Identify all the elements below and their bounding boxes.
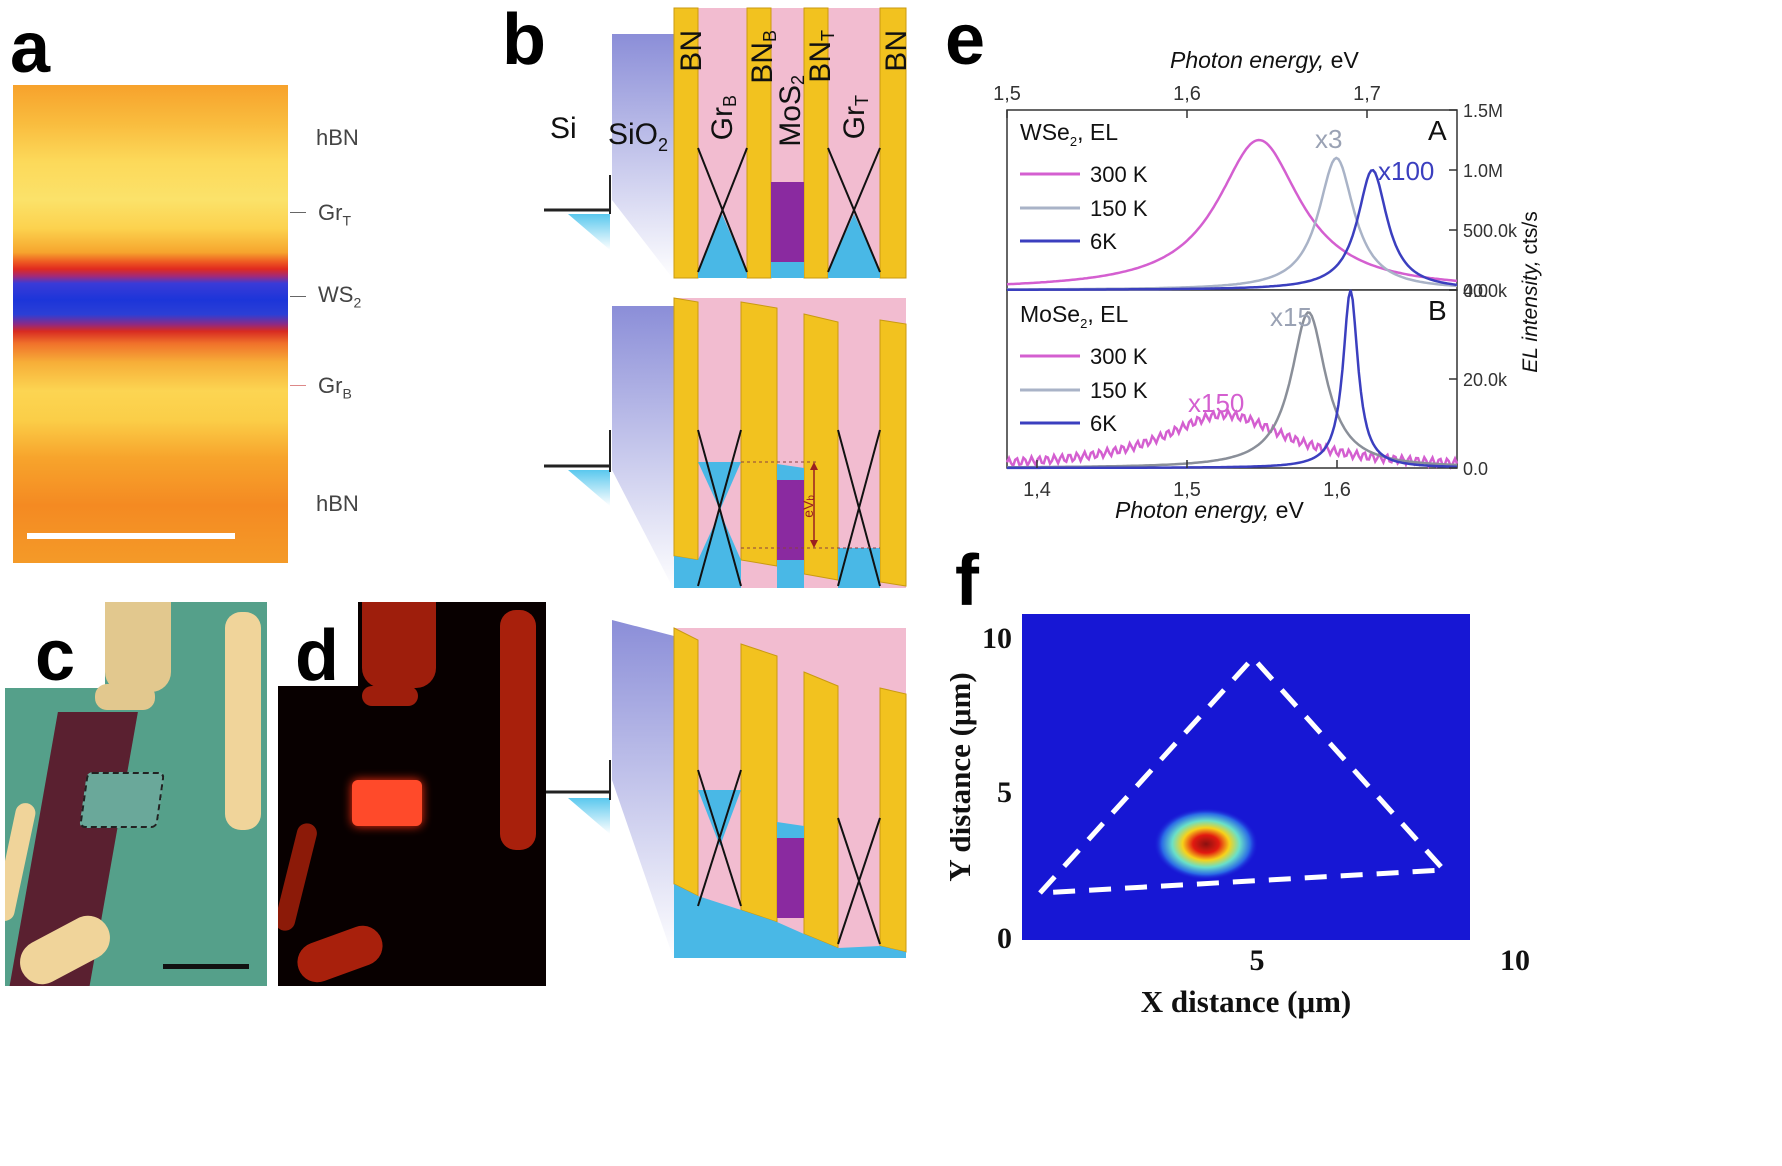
label-bn-4: BN [880,30,913,72]
xtick-label-B-1.5: 1,5 [1173,479,1201,501]
layer-label-ws2: WS2 [318,282,362,311]
band-diagram-1 [544,7,907,280]
xtick-label-B-1.6: 1,6 [1323,479,1351,501]
ytick-label-A-3: 1.5M [1463,101,1503,121]
top-axis-label: Photon energy, eV [1170,47,1359,73]
f-xtick-10: 10 [1500,944,1530,977]
xtick-label-B-1.4: 1,4 [1023,479,1051,501]
annot-x150: x150 [1188,388,1244,418]
panel-label-c: c [35,616,76,696]
label-bn-t: BNT [804,30,838,83]
label-mos2: MoS2 [774,75,808,147]
series-B-0 [1005,407,1459,470]
scale-bar [27,533,235,539]
label-gr-t: GrT [838,95,872,140]
tick-gr-t [290,212,306,213]
panel-d-image [278,602,546,986]
legend-a-6k: 6K [1090,229,1117,254]
label-gr-b: GrB [706,95,740,141]
panel-label-d: d [295,616,339,696]
panel-tag-b: B [1428,295,1447,326]
annot-x15: x15 [1270,302,1312,332]
label-ev-b: eVb [800,495,817,518]
panel-label-a: a [10,8,51,88]
f-ytick-0: 0 [997,922,1012,955]
layer-label-gr-b: GrB [318,373,352,402]
bottom-axis-label: Photon energy, eV [1115,497,1304,523]
f-xtick-5: 5 [1250,944,1265,977]
ytick-label-A-1: 500.0k [1463,221,1518,241]
series-A-0 [1006,138,1458,286]
title-b: MoSe2, EL [1020,301,1128,331]
layer-label-gr-t: GrT [318,200,352,229]
title-a: WSe2, EL [1020,119,1118,149]
panel-b-diagram [544,7,907,960]
scale-bar-c [163,964,249,969]
panel-tag-a: A [1428,115,1447,146]
band-diagram-3 [544,620,907,960]
panel-label-b: b [502,0,546,80]
panel-c-image [5,602,267,986]
label-bn-1: BN [675,30,708,72]
layer-label-hbn-top: hBN [316,125,359,150]
panel-a-layer-labels: hBN GrT WS2 GrB hBN [288,85,448,563]
f-ytick-5: 5 [997,776,1012,809]
f-xlabel: X distance (μm) [1141,984,1351,1019]
panel-d-label-cover [278,602,358,686]
emission-spot [1154,808,1258,880]
panel-label-e: e [945,0,986,80]
xtick-label-A-1.7: 1,7 [1353,83,1381,105]
si-wedge [568,214,610,250]
layer-label-hbn-bottom: hBN [316,491,359,516]
label-si: Si [550,112,577,145]
xtick-label-A-1.6: 1,6 [1173,83,1201,105]
ytick-label-B-2: 40.0k [1463,281,1508,301]
panel-c-label-cover [5,602,105,688]
band-diagram-2 [544,297,907,590]
legend-b-150k: 150 K [1090,378,1148,403]
label-sio2: SiO2 [608,118,669,155]
ytick-label-A-2: 1.0M [1463,161,1503,181]
ytick-label-B-1: 20.0k [1463,370,1508,390]
right-axis-label: EL intensity, cts/s [1519,211,1542,372]
annot-x3: x3 [1315,124,1342,154]
panel-a-image [13,85,288,563]
sio2-wedge [612,34,674,280]
plot-b-frame [1006,289,1458,469]
panel-e-chart: 1,5 1,6 1,7 0.0 500.0k 1.0M 1.5M 1,4 1,5 1,6 0.0 20… [993,47,1542,523]
flake-outline [1038,654,1450,896]
panel-f-map: 5 10 0 5 10 X distance (μm) Y distance (… [950,614,1530,1019]
f-ytick-10: 10 [982,622,1012,655]
ytick-label-A-0: 0.0 [1463,281,1488,301]
legend-b-300k: 300 K [1090,344,1148,369]
f-ylabel: Y distance (μm) [950,672,977,881]
series-A-2 [1007,168,1458,291]
panel-label-f: f [955,541,979,621]
legend-a-300k: 300 K [1090,162,1148,187]
sample-outline [79,772,165,828]
annot-x100: x100 [1378,156,1434,186]
el-emission-region [352,780,422,826]
legend-b-6k: 6K [1090,411,1117,436]
legend-a-150k: 150 K [1090,196,1148,221]
ytick-label-B-0: 0.0 [1463,459,1488,479]
legend-b: 300 K 150 K 6K [1020,344,1148,436]
tick-gr-b [290,385,306,386]
tick-ws2 [290,296,306,297]
legend-a: 300 K 150 K 6K [1020,162,1148,254]
xtick-label-A-1.5: 1,5 [993,83,1021,105]
series-B-2 [1007,289,1457,470]
